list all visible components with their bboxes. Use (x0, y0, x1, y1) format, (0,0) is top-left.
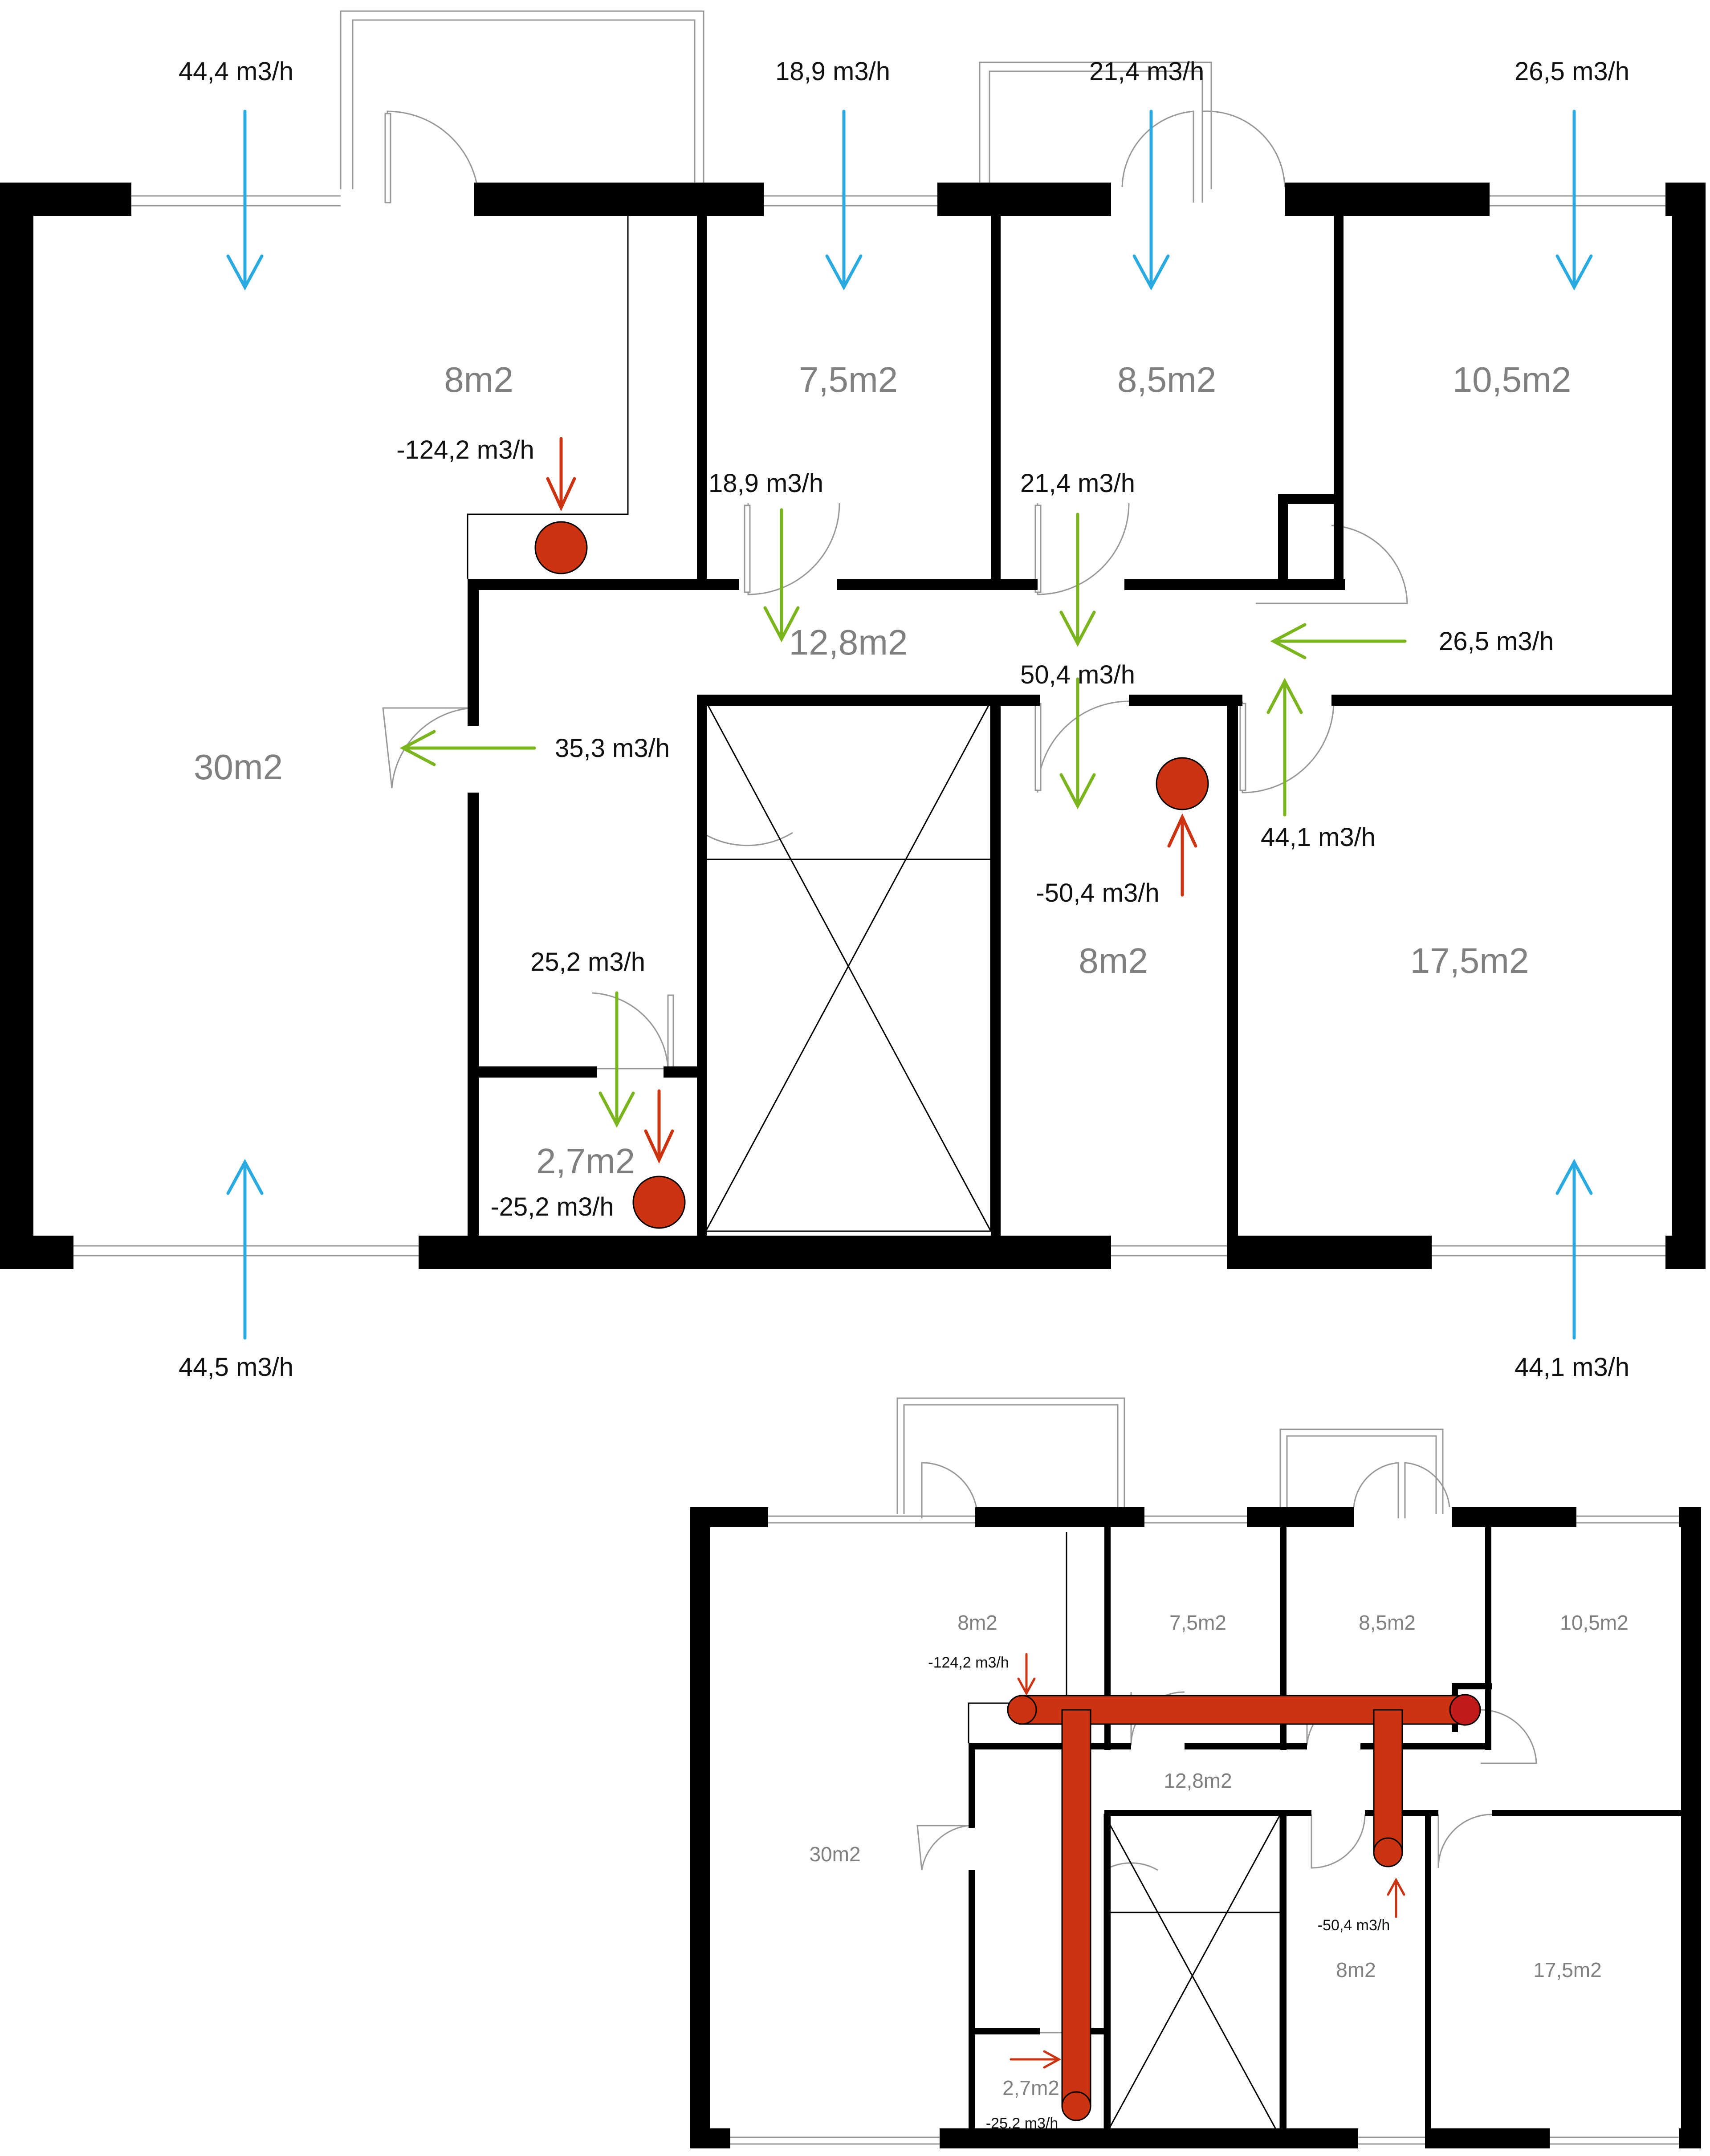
bottom-area-label-room-7-5: 7,5m2 (1169, 1611, 1226, 1634)
arrow-bottom-extract-kitchen (1017, 1653, 1036, 1696)
bottom-area-label-room-17-5: 17,5m2 (1533, 1958, 1601, 1981)
flow-label-extract-wc: -25,2 m3/h (490, 1192, 614, 1221)
arrow-transfer-10-5 (1270, 623, 1407, 659)
top-plan-area-labels: 8m2 7,5m2 8,5m2 10,5m2 12,8m2 30m2 8m2 1… (194, 360, 1571, 1181)
flow-label-transfer-10-5: 26,5 m3/h (1439, 627, 1554, 656)
flow-label-outdoor-top-right-mid: 21,4 m3/h (1089, 57, 1204, 86)
flow-label-transfer-17-5: 44,1 m3/h (1261, 823, 1376, 852)
area-label-room-17-5: 17,5m2 (1410, 941, 1529, 980)
bottom-area-label-room-10-5: 10,5m2 (1560, 1611, 1628, 1634)
bottom-area-label-room-8-5: 8,5m2 (1359, 1611, 1416, 1634)
duct-end-shaft (1449, 1694, 1481, 1726)
arrow-bottom-extract-wc (1010, 2050, 1062, 2069)
top-plan: 8m2 7,5m2 8,5m2 10,5m2 12,8m2 30m2 8m2 1… (0, 10, 1706, 1382)
arrow-extract-kitchen (546, 437, 576, 512)
transfer-arrows (399, 508, 1407, 1128)
arrow-outdoor-top-mid (825, 110, 863, 291)
area-label-room-8-5: 8,5m2 (1117, 360, 1216, 399)
exhaust-point-bath (1156, 757, 1209, 810)
bottom-plan-area-labels: 8m2 7,5m2 8,5m2 10,5m2 12,8m2 30m2 8m2 1… (809, 1611, 1628, 2099)
extract-duct-network (1007, 1694, 1481, 2121)
kitchen-outline (467, 214, 629, 579)
flow-label-outdoor-bottom-left: 44,5 m3/h (179, 1353, 293, 1382)
flow-label-outdoor-top-left: 44,4 m3/h (179, 57, 293, 86)
area-label-room-8-top: 8m2 (444, 360, 513, 399)
flow-label-transfer-wc: 25,2 m3/h (530, 948, 645, 976)
arrow-transfer-7-5 (763, 508, 800, 643)
arrow-outdoor-top-right (1555, 110, 1593, 291)
stair-shaft (705, 700, 992, 1232)
area-label-room-10-5: 10,5m2 (1453, 360, 1572, 399)
bottom-area-label-room-8-bottom: 8m2 (1336, 1958, 1376, 1981)
bottom-flow-label-extract-bath: -50,4 m3/h (1318, 1917, 1390, 1934)
arrow-outdoor-top-right-mid (1132, 110, 1170, 291)
flow-label-transfer-hall-8: 50,4 m3/h (1020, 660, 1135, 689)
arrow-outdoor-bottom-right (1555, 1159, 1593, 1340)
flow-label-outdoor-top-right: 26,5 m3/h (1515, 57, 1629, 86)
top-plan-door-leaves (384, 113, 1246, 1072)
arrow-transfer-hall-8 (1059, 677, 1096, 810)
area-label-room-7-5: 7,5m2 (799, 360, 898, 399)
bottom-flow-label-extract-wc: -25,2 m3/h (986, 2115, 1059, 2132)
top-plan-thin-lines (73, 10, 1665, 1257)
arrow-extract-bath (1167, 813, 1197, 897)
flow-label-extract-bath: -50,4 m3/h (1036, 879, 1159, 907)
bottom-area-label-room-30: 30m2 (809, 1843, 860, 1866)
flow-label-outdoor-top-mid: 18,9 m3/h (775, 57, 890, 86)
flow-label-transfer-30: 35,3 m3/h (555, 734, 670, 763)
duct-end-bath (1373, 1837, 1403, 1867)
bottom-extract-arrows (1010, 1653, 1405, 2069)
extract-arrows (546, 437, 1197, 1164)
bottom-plan-walls (690, 1507, 1701, 2148)
bottom-plan-flow-labels: -124,2 m3/h -50,4 m3/h -25,2 m3/h (928, 1654, 1390, 2132)
exhaust-point-wc (632, 1176, 686, 1229)
flow-label-extract-kitchen: -124,2 m3/h (396, 435, 534, 464)
top-plan-walls (0, 183, 1706, 1269)
top-plan-flow-labels: 44,4 m3/h 18,9 m3/h 21,4 m3/h 26,5 m3/h … (179, 57, 1629, 1382)
exhaust-points (534, 521, 1209, 1229)
arrow-bottom-extract-bath (1387, 1877, 1405, 1918)
duct-end-kitchen (1007, 1695, 1037, 1725)
area-label-room-8-bottom: 8m2 (1079, 941, 1148, 980)
bottom-plan-thin-lines (730, 1397, 1679, 2145)
flow-label-transfer-8-5: 21,4 m3/h (1020, 469, 1135, 498)
bottom-area-label-room-8-top: 8m2 (957, 1611, 997, 1634)
arrow-transfer-30 (399, 730, 536, 766)
arrow-extract-wc (644, 1089, 674, 1164)
flow-label-transfer-7-5: 18,9 m3/h (708, 469, 823, 498)
arrow-outdoor-bottom-left (226, 1159, 264, 1340)
duct-vertical-wc (1061, 1709, 1091, 2107)
duct-vertical-bath (1373, 1709, 1403, 1853)
arrow-transfer-wc (598, 991, 635, 1128)
arrow-transfer-17-5 (1266, 678, 1303, 817)
bottom-plan: 8m2 7,5m2 8,5m2 10,5m2 12,8m2 30m2 8m2 1… (690, 1397, 1701, 2148)
outdoor-supply-arrows (226, 110, 1593, 1340)
duct-end-wc (1061, 2091, 1091, 2121)
arrow-transfer-8-5 (1059, 513, 1096, 647)
exhaust-point-kitchen (534, 521, 588, 574)
bottom-area-label-wc: 2,7m2 (1002, 2076, 1059, 2099)
area-label-room-30: 30m2 (194, 747, 283, 787)
area-label-wc: 2,7m2 (536, 1141, 635, 1181)
flow-label-outdoor-bottom-right: 44,1 m3/h (1515, 1353, 1629, 1382)
bottom-flow-label-extract-kitchen: -124,2 m3/h (928, 1654, 1009, 1671)
arrow-outdoor-top-left (226, 110, 264, 291)
bottom-stair-shaft (1103, 1814, 1281, 2138)
area-label-hall: 12,8m2 (789, 622, 908, 662)
bottom-area-label-hall: 12,8m2 (1164, 1769, 1232, 1792)
